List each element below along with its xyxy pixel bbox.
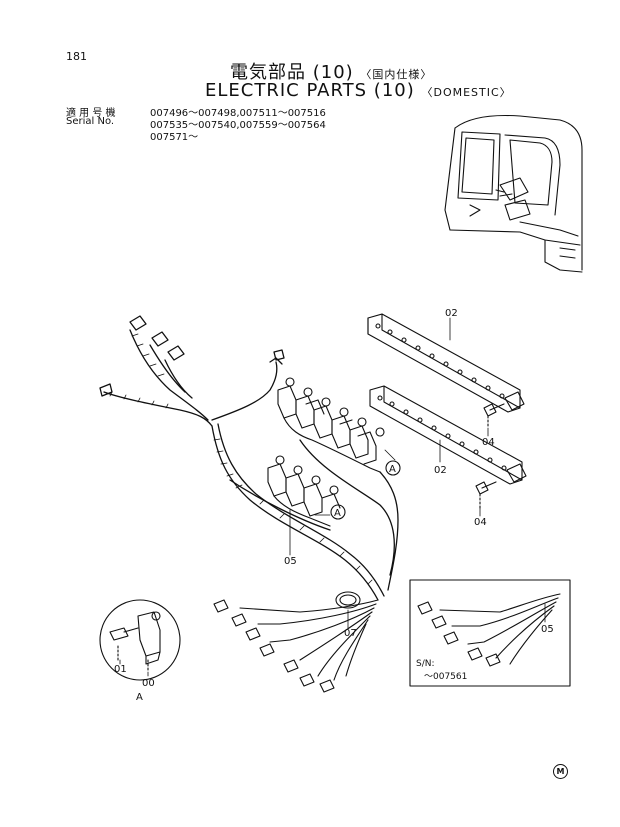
inset-sn-label: S/N: [416,659,435,669]
serial-range-2: 007535～007540,007559～007564 [150,120,326,131]
title-jp-text: 電気部品 (10) [230,62,354,83]
callout-01: 01 [114,664,127,675]
serial-range-1: 007496～007498,007511～007516 [150,108,326,119]
title-en-suffix: 〈DOMESTIC〉 [421,86,512,99]
ref-a-circle-2 [330,504,346,520]
bracket-02-lower [369,385,527,485]
callout-07: 07 [344,628,357,639]
title-jp-suffix: 〈国内仕様〉 [360,68,433,81]
page-number: 181 [66,50,87,63]
bolt-04-lower [475,481,497,509]
harness-branch-connectors [213,599,379,693]
main-harness-05 [99,315,399,601]
m-mark-symbol: M [553,764,568,779]
ref-a-label-1: A [389,464,396,475]
bracket-02-upper [367,313,525,413]
callout-02-upper: 02 [445,308,458,319]
callout-04-lower: 04 [474,517,487,528]
callout-02-lower: 02 [434,465,447,476]
title-en-text: ELECTRIC PARTS (10) [205,80,415,101]
leader-lines [119,317,546,677]
callout-05-main: 05 [284,556,297,567]
serial-range-3: 007571～ [150,132,199,143]
ref-a-label-2: A [334,508,341,519]
detail-a-label: A [136,692,143,703]
bolt-04-upper [483,403,505,429]
inset-sn-range: ～007561 [424,672,467,682]
callout-00: 00 [142,678,155,689]
serial-label-jp: 適 用 号 機 [66,108,116,119]
relay-bank-lower [267,455,341,527]
ref-a-circle-1 [385,460,401,476]
detail-a-view [99,599,181,681]
machine-cab-sketch [444,115,583,273]
clamp-07 [335,591,361,609]
page-title-en: ELECTRIC PARTS (10) 〈DOMESTIC〉 [205,80,512,101]
callout-05-inset: 05 [541,624,554,635]
serial-label-en: Serial No. [66,116,115,127]
relay-bank-upper [277,377,385,473]
callout-04-upper: 04 [482,437,495,448]
inset-variant-box [409,579,571,687]
page-title-jp: 電気部品 (10) 〈国内仕様〉 [230,58,432,84]
